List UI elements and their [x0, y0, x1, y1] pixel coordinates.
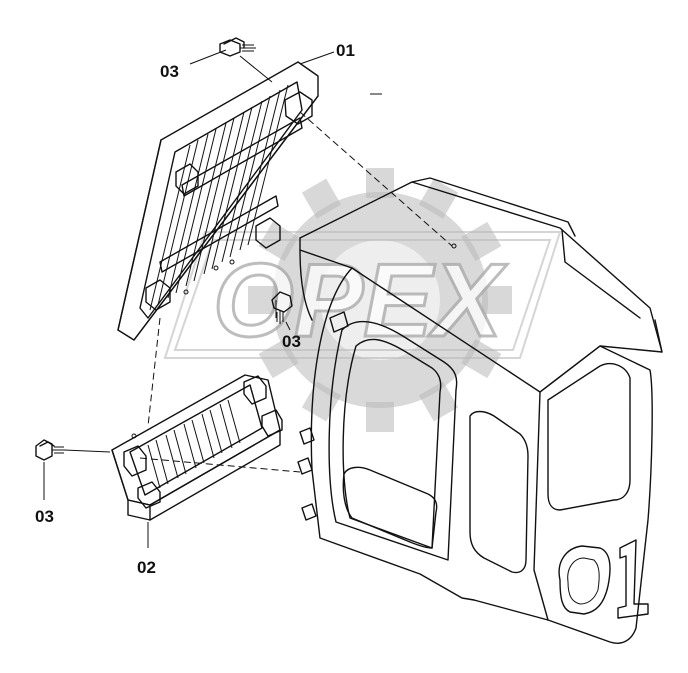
grille-panel-01 — [117, 61, 319, 341]
bolt-03-left — [35, 439, 66, 461]
watermark-text: OPEX — [213, 243, 508, 359]
bolt-03-middle — [271, 291, 293, 324]
watermark: OPEX — [163, 168, 562, 432]
callout-part-03-middle: 03 — [282, 332, 301, 351]
callout-part-03-top: 03 — [160, 62, 179, 81]
callout-part-03-left: 03 — [35, 507, 54, 526]
callout-part-01: 01 — [336, 41, 355, 60]
watermark-frame — [163, 231, 562, 359]
bolt-03-top — [219, 37, 256, 57]
cab-body — [297, 93, 663, 644]
grille-panel-02 — [111, 374, 283, 521]
leader-lines — [43, 49, 453, 548]
callout-part-02: 02 — [137, 558, 156, 577]
